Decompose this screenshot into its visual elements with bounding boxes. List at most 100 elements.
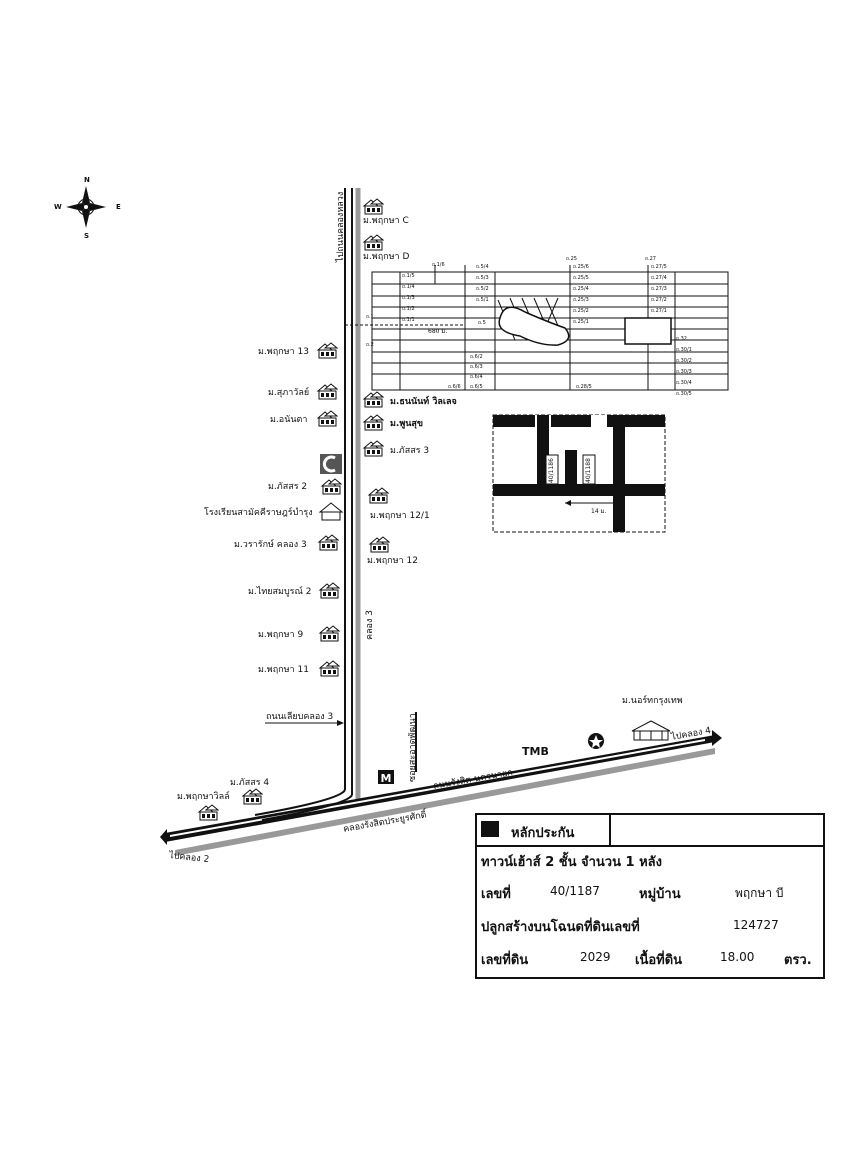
plan-road-label: ถ.30/5 bbox=[676, 391, 692, 397]
road-label-khlong3: คลอง 3 bbox=[365, 610, 375, 640]
detail-inset bbox=[492, 414, 666, 533]
header-square-icon bbox=[481, 821, 499, 837]
plan-road-label: ถ.25 bbox=[566, 256, 577, 262]
place-pruksa-13: ม.พฤกษา 13 bbox=[258, 347, 309, 357]
village-house-icon bbox=[316, 342, 339, 360]
plan-road-label: ถ.5 bbox=[478, 320, 486, 326]
plan-road-label: ถ.5/3 bbox=[476, 275, 489, 281]
plan-road-label: ถ.27/4 bbox=[651, 275, 667, 281]
dist-680: 680 ม. bbox=[428, 328, 448, 335]
rangsit-canal bbox=[175, 748, 715, 856]
header-divider bbox=[609, 815, 611, 845]
plan-road-label: ถ.27/3 bbox=[651, 286, 667, 292]
plan-road-label: ถ.1/3 bbox=[402, 295, 415, 301]
plan-road-label: ถ.5/2 bbox=[476, 286, 489, 292]
village-house-icon bbox=[320, 478, 343, 496]
info-header: หลักประกัน bbox=[477, 815, 823, 847]
village-house-icon bbox=[318, 582, 341, 600]
plan-road-label: ถ.27 bbox=[645, 256, 656, 262]
place-anantha: ม.อนันตา bbox=[270, 415, 308, 425]
compass-n: N bbox=[84, 176, 90, 184]
house-no-label: เลขที่ bbox=[481, 887, 511, 902]
road-label-top: ไปถนนคลองหลวง bbox=[336, 191, 346, 262]
plan-road-label: ถ.1/2 bbox=[402, 306, 415, 312]
place-thanan: ม.ธนนันท์ วิลเลจ bbox=[390, 397, 457, 407]
place-pruksa-9: ม.พฤกษา 9 bbox=[258, 630, 304, 640]
village-house-icon bbox=[317, 534, 340, 552]
pt-gas-icon bbox=[320, 454, 342, 474]
plan-road-label: ถ.1 bbox=[366, 314, 374, 320]
plan-road-label: ถ.27/5 bbox=[651, 264, 667, 270]
plan-road-label: ถ.25/2 bbox=[573, 308, 589, 314]
village-house-icon bbox=[362, 198, 385, 216]
place-supawan: ม.สุภาวัลย์ bbox=[268, 388, 310, 398]
plan-road-label: ถ.25/5 bbox=[573, 275, 589, 281]
village-label: หมู่บ้าน bbox=[639, 887, 681, 902]
place-warrak3: ม.วรารักษ์ คลอง 3 bbox=[234, 540, 307, 550]
svg-text:M: M bbox=[381, 772, 392, 785]
plan-road-label: ถ.30/1 bbox=[676, 347, 692, 353]
village-value: พฤกษา บี bbox=[735, 886, 784, 900]
village-house-icon bbox=[316, 383, 339, 401]
plan-road-label: ถ.5/1 bbox=[476, 297, 489, 303]
plan-road-label: ถ.6/5 bbox=[470, 384, 483, 390]
place-pruksa-11: ม.พฤกษา 11 bbox=[258, 665, 309, 675]
place-thaisombun2: ม.ไทยสมบูรณ์ 2 bbox=[248, 587, 312, 597]
plan-road-label: ถ.5/4 bbox=[476, 264, 489, 270]
pond-shape bbox=[498, 306, 570, 346]
north-bkk-building-icon bbox=[631, 720, 671, 741]
plan-road-label: ถ.28/5 bbox=[576, 384, 592, 390]
village-house-icon bbox=[318, 660, 341, 678]
plan-road-label: ถ.2 bbox=[366, 342, 374, 348]
compass-w: W bbox=[54, 203, 62, 211]
village-house-icon bbox=[362, 414, 385, 432]
place-passorn3: ม.ภัสสร 3 bbox=[390, 446, 430, 456]
land-no-value: 2029 bbox=[580, 950, 611, 964]
dist-14: 14 ม. bbox=[591, 508, 607, 515]
place-pruksa-12: ม.พฤกษา 12 bbox=[367, 556, 418, 566]
plan-road-label: ถ.1/1 bbox=[402, 317, 415, 323]
area-unit: ตรว. bbox=[784, 953, 812, 968]
village-house-icon bbox=[367, 487, 390, 505]
lot-b: 40/1188 bbox=[585, 458, 592, 483]
plan-road-label: ถ.25/1 bbox=[573, 319, 589, 325]
area-value: 18.00 bbox=[720, 950, 755, 964]
lot-a: 40/1186 bbox=[548, 458, 555, 483]
village-house-icon bbox=[316, 410, 339, 428]
plan-road-label: ถ.30/3 bbox=[676, 369, 692, 375]
place-north-bkk: ม.นอร์ทกรุงเทพ bbox=[622, 696, 683, 706]
plan-road-label: ถ.25/6 bbox=[573, 264, 589, 270]
plan-road-label: ถ.6/6 bbox=[448, 384, 461, 390]
village-house-icon bbox=[241, 788, 264, 806]
land-no-label: เลขที่ดิน bbox=[481, 953, 529, 968]
road-label-side: ถนนเลียบคลอง 3 bbox=[266, 712, 334, 722]
place-pruksa-d: ม.พฤกษา D bbox=[363, 252, 410, 262]
compass-s: S bbox=[84, 232, 90, 240]
school-building-icon bbox=[318, 502, 344, 521]
village-house-icon bbox=[362, 234, 385, 252]
star-landmark-icon bbox=[588, 733, 604, 749]
compass-e: E bbox=[116, 203, 121, 211]
village-house-icon bbox=[362, 391, 385, 409]
plan-road-label: ถ.6/2 bbox=[470, 354, 483, 360]
place-pruksa-c: ม.พฤกษา C bbox=[363, 216, 409, 226]
house-no-value: 40/1187 bbox=[550, 884, 600, 898]
compass-icon bbox=[66, 186, 106, 228]
place-pruksa-121: ม.พฤกษา 12/1 bbox=[370, 511, 430, 521]
plan-road-label: ถ.32 bbox=[676, 336, 687, 342]
plan-road-label: ถ.1/6 bbox=[432, 262, 445, 268]
area-label: เนื้อที่ดิน bbox=[635, 953, 683, 968]
place-passorn2: ม.ภัสสร 2 bbox=[268, 482, 308, 492]
village-house-icon bbox=[362, 440, 385, 458]
place-poonsuk: ม.พูนสุข bbox=[390, 419, 424, 429]
plan-road-label: ถ.25/4 bbox=[573, 286, 589, 292]
mcdonalds-icon: M bbox=[378, 770, 394, 785]
village-house-icon bbox=[318, 625, 341, 643]
village-house-icon bbox=[368, 536, 391, 554]
road-label-soi: ซอยสะอาดพัฒนา bbox=[408, 713, 418, 782]
deed-label: ปลูกสร้างบนโฉนดที่ดินเลขที่ bbox=[481, 920, 640, 935]
collateral-info-panel: หลักประกัน ทาวน์เฮ้าส์ 2 ชั้น จำนวน 1 หล… bbox=[475, 813, 825, 979]
central-lot bbox=[624, 317, 672, 345]
plan-road-label: ถ.30/2 bbox=[676, 358, 692, 364]
